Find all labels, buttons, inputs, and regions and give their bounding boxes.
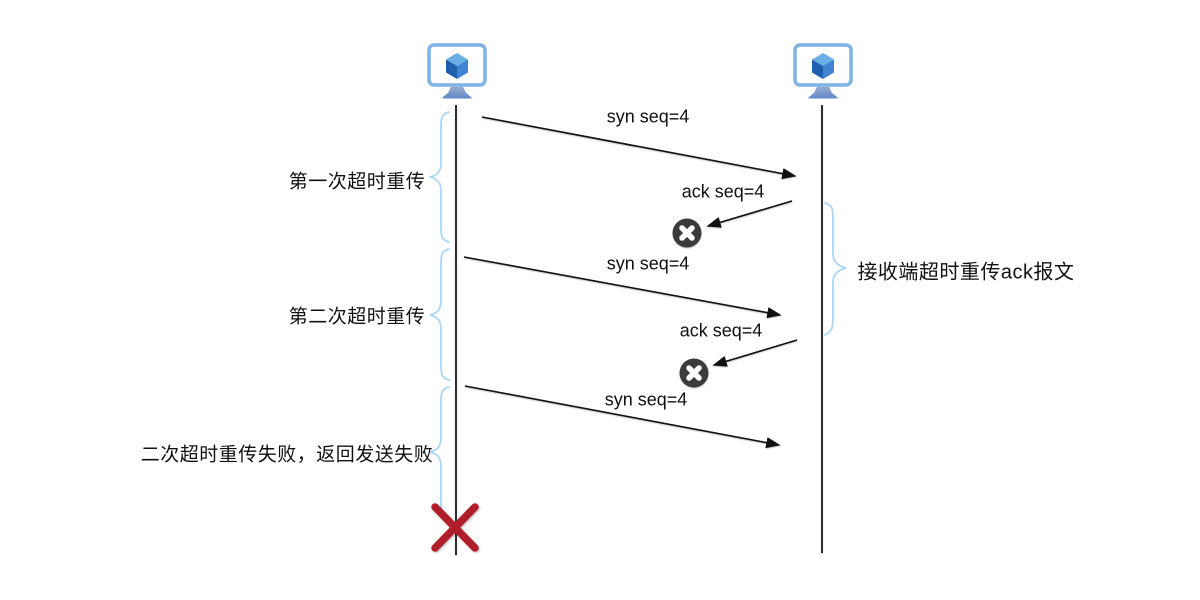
cube-icon [446,53,468,79]
packet-loss-badges [672,218,709,388]
brace-first-retry [429,111,450,243]
annotation-receiver-note: 接收端超时重传ack报文 [857,261,1075,284]
monitor-stand [442,86,472,99]
message-label-syn-2: syn seq=4 [606,253,690,274]
message-label-ack-2: ack seq=4 [679,320,763,341]
connection-failed-icon [431,503,479,552]
message-label-ack-1: ack seq=4 [681,181,765,202]
annotation-braces [429,111,847,518]
message-arrows [463,116,798,449]
annotation-second-retry: 第二次超时重传 [288,306,426,328]
cube-icon [812,53,834,79]
brace-second-retry [429,248,450,381]
brace-receiver-note [824,202,847,336]
arrow-syn-2 [463,256,782,319]
lifelines [455,105,823,555]
receiver-computer-icon [793,43,853,99]
annotation-first-retry: 第一次超时重传 [288,171,426,193]
message-label-syn-1: syn seq=4 [606,106,690,127]
arrow-syn-1 [481,116,797,180]
message-label-syn-3: syn seq=4 [604,389,688,410]
arrow-syn-3 [464,385,781,449]
brace-final-fail [429,386,450,518]
packet-loss-icon-1 [672,218,702,248]
annotation-final-fail: 二次超时重传失败，返回发送失败 [140,444,434,466]
monitor-stand [808,86,838,99]
sender-computer-icon [427,43,487,99]
arrow-ack-1 [706,200,793,228]
packet-loss-icon-2 [679,358,709,388]
arrow-ack-2 [712,339,798,367]
